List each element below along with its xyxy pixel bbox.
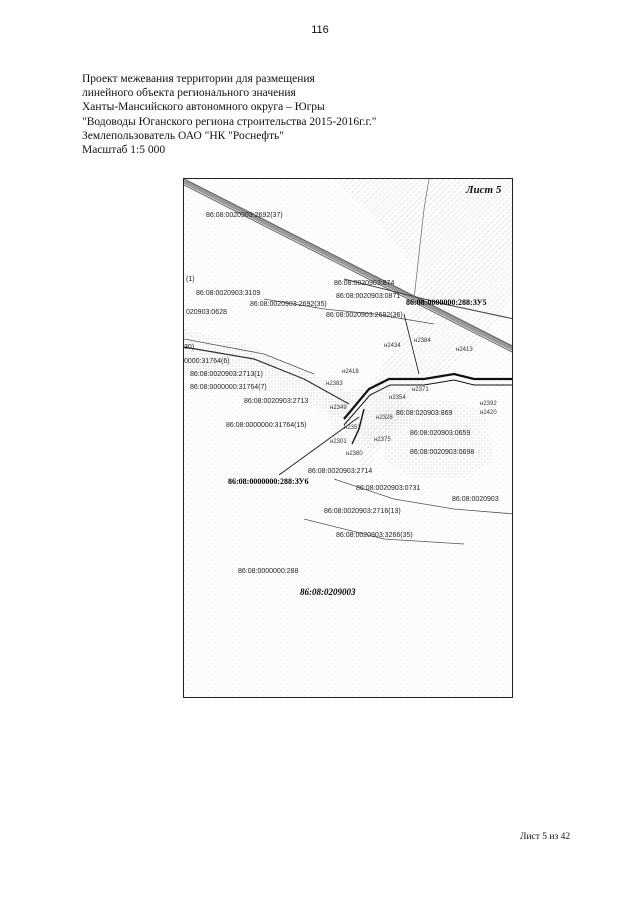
label-30: 30) (184, 344, 194, 351)
header-line-3: Ханты-Мансийского автономного округа – Ю… (82, 101, 325, 114)
label-n2328: н2328 (376, 415, 393, 421)
label-0628: 020903:0628 (186, 309, 227, 316)
label-n2375: н2375 (374, 437, 391, 443)
label-0659: 86:08:020903:0659 (410, 430, 470, 437)
label-0698: 86:08:0020903:0698 (410, 449, 474, 456)
label-3266-35: 86:08:0020903:3266(35) (336, 532, 413, 539)
label-31764-15: 86:08:0000000:31764(15) (226, 422, 307, 429)
label-n2371: н2371 (412, 387, 429, 393)
label-288: 86:08:0000000:288 (238, 568, 298, 575)
label-quarter: 86:08:0209003 (300, 587, 356, 597)
label-zu5: 86:08:0000000:288:ЗУ5 (406, 298, 487, 307)
label-n2351: н2351 (344, 425, 361, 431)
header-line-5: Землепользователь ОАО "НК "Роснефть" (82, 129, 284, 142)
boundary-line-5 (333, 478, 512, 515)
map-drawing: 86:08:0020903:2692(37) (1) 86:08:0020903… (184, 179, 512, 697)
boundary-line-1 (184, 346, 350, 405)
label-2716-13: 86:08:0020903:2716(13) (324, 508, 401, 515)
document-header: Проект межевания территории для размещен… (82, 72, 376, 157)
road-gray-band (184, 179, 512, 351)
label-2714: 86:08:0020903:2714 (308, 468, 372, 475)
label-31764-6: 0000:31764(6) (184, 358, 230, 365)
header-line-scale: Масштаб 1:5 000 (82, 144, 166, 157)
road-edge-bottom (184, 184, 512, 353)
boundary-line-4 (263, 298, 435, 325)
leader-zu6 (278, 416, 360, 476)
label-n2384: н2384 (414, 338, 431, 344)
label-n2349: н2349 (330, 405, 347, 411)
page-footer: Лист 5 из 42 (520, 832, 571, 842)
label-869: 86:08:020903:869 (396, 410, 453, 417)
label-3109: 86:08:0020903:3109 (196, 290, 260, 297)
label-n2301: н2301 (330, 439, 347, 445)
label-31764-7: 86:08:0000000:31764(7) (190, 384, 267, 391)
label-n2418: н2418 (342, 369, 359, 375)
header-line-1: Проект межевания территории для размещен… (82, 73, 315, 85)
label-2692-37: 86:08:0020903:2692(37) (206, 212, 283, 219)
pipeline-main (343, 372, 512, 420)
boundary-line-2 (184, 338, 315, 375)
header-line-4: "Водоводы Юганского региона строительств… (82, 115, 377, 128)
dense-area-west (184, 329, 354, 419)
leader-zu5 (403, 313, 420, 375)
label-n2383: н2383 (326, 381, 343, 387)
label-0020903: 86:08:0020903 (452, 496, 499, 503)
label-874: 86:08:0020903:874 (334, 280, 394, 287)
label-n2380: н2380 (346, 451, 363, 457)
label-n2413: н2413 (456, 347, 473, 353)
boundary-line-7 (413, 179, 430, 300)
label-2692-36: 86:08:0020903:2692(36) (326, 312, 403, 319)
header-line-2: линейного объекта регионального значения (82, 87, 296, 100)
label-n2354: н2354 (389, 395, 406, 401)
label-2713-1: 86:08:0020903:2713(1) (190, 371, 263, 378)
sheet-label: Лист 5 (466, 184, 502, 196)
cadastral-map: 86:08:0020903:2692(37) (1) 86:08:0020903… (183, 178, 513, 698)
label-zu6: 86:08:0000000:288:ЗУ6 (228, 477, 309, 486)
road-edge-top (184, 179, 512, 347)
label-2713: 86:08:0020903:2713 (244, 398, 308, 405)
label-n2392: н2392 (480, 401, 497, 407)
label-2692-35: 86:08:0020903:2692(35) (250, 301, 327, 308)
label-n2434: н2434 (384, 343, 401, 349)
dense-area-center (324, 379, 414, 449)
pipeline-branch (351, 408, 365, 445)
boundary-line-6 (303, 518, 465, 545)
page-number: 116 (311, 24, 329, 36)
label-1: (1) (186, 276, 195, 283)
label-n2420: н2420 (480, 410, 497, 416)
label-0871: 86:08:0020903:0871 (336, 293, 400, 300)
label-0731: 86:08:0020903:0731 (356, 485, 420, 492)
pipeline-parallel (343, 379, 512, 426)
